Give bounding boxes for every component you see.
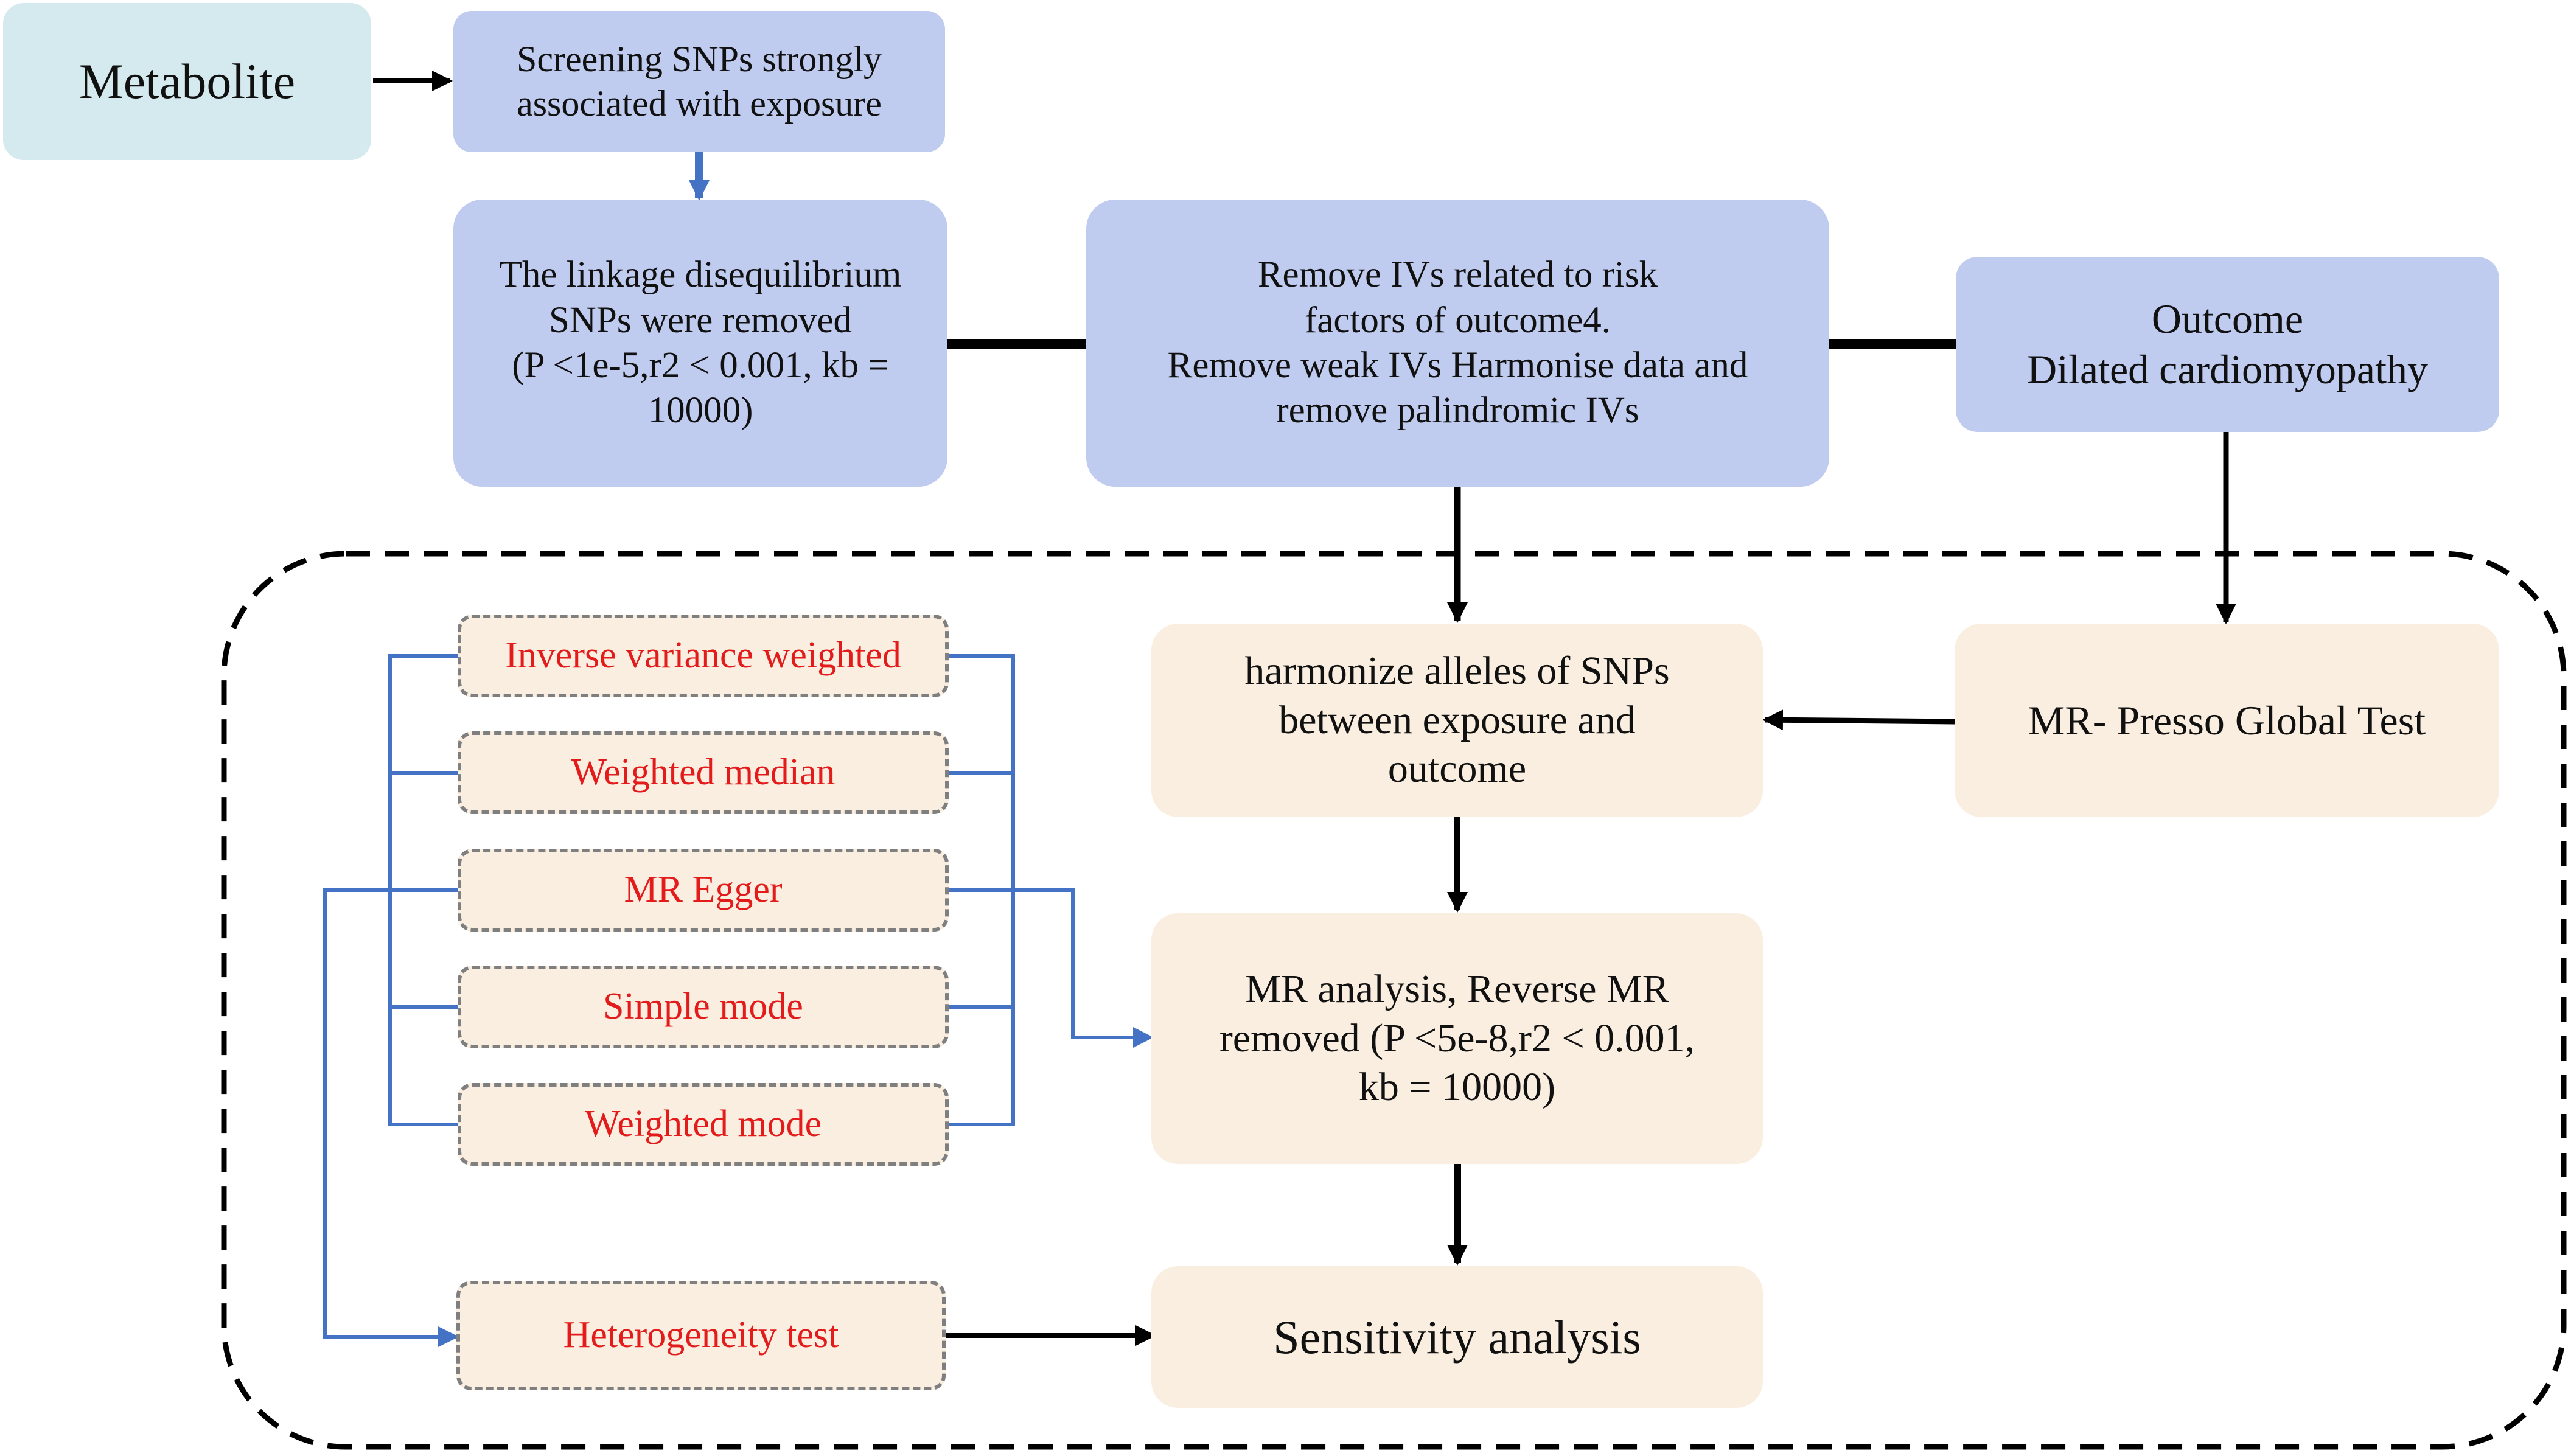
method-heterogeneity: Heterogeneity test <box>456 1281 946 1390</box>
method-mr-egger: MR Egger <box>458 849 949 932</box>
sensitivity-node: Sensitivity analysis <box>1151 1266 1763 1408</box>
screening-node: Screening SNPs strongly associated with … <box>453 11 945 152</box>
method-weighted-median: Weighted median <box>458 731 949 814</box>
presso-node: MR- Presso Global Test <box>1955 624 2499 817</box>
connector-egger-to-heterogeneity <box>323 888 459 1347</box>
outcome-node: Outcome Dilated cardiomyopathy <box>1956 257 2499 432</box>
harmonize-node: harmonize alleles of SNPs between exposu… <box>1151 624 1763 817</box>
mr-analysis-node: MR analysis, Reverse MR removed (P <5e-8… <box>1151 913 1763 1164</box>
linkage-node: The linkage disequilibrium SNPs were rem… <box>453 200 947 487</box>
arrow-presso-to-harmonize <box>1762 709 1955 731</box>
connector-egger-to-mr-analysis <box>949 888 1154 1048</box>
metabolite-node: Metabolite <box>3 3 371 160</box>
method-weighted-mode: Weighted mode <box>458 1083 949 1166</box>
method-simple-mode: Simple mode <box>458 966 949 1048</box>
analysis-frame <box>221 551 2567 1450</box>
remove-ivs-node: Remove IVs related to risk factors of ou… <box>1086 200 1829 487</box>
method-ivw: Inverse variance weighted <box>458 615 949 697</box>
